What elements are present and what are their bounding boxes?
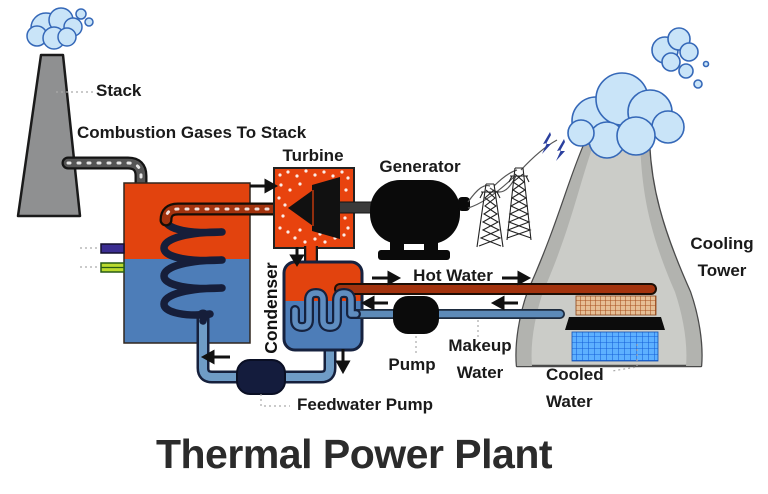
boiler-coil [160,216,226,325]
cooling-tower-steam [567,27,710,159]
cooled-water-line1: Cooled [546,365,604,384]
arrow-hot-water-right [502,270,532,286]
circulating-pump [393,296,439,334]
arrow-condenser-outlet-down [335,349,351,375]
flow-arrows [200,178,532,375]
generator-label: Generator [379,157,461,176]
combustion-gas-pipe [61,156,148,245]
cooling-tower-line1: Cooling [690,234,754,253]
cooling-tower-label: Cooling Tower [680,230,764,284]
lightning-bolts [542,132,565,161]
stack-label: Stack [96,81,142,100]
cooled-water-basin [571,331,659,362]
transmission-towers [476,167,532,248]
diagram-title: Thermal Power Plant [155,431,553,477]
shaft [337,201,375,214]
leader-lines [56,91,638,407]
stack-smoke [26,7,94,50]
makeup-water-line2: Water [456,363,504,382]
air-inlet-bar [100,262,125,273]
cooling-tower-line2: Tower [697,261,747,280]
tower-right-shading [640,143,702,366]
cooled-water-line2: Water [546,392,593,411]
arrow-turbine-to-condenser [289,247,305,267]
spray-fill-grid [575,295,657,316]
boiler [123,182,251,344]
condenser-label: Condenser [260,262,281,354]
transmission-tower-left [476,183,504,248]
leader-feedwater-pump [260,394,290,407]
stack-chimney [16,53,82,218]
cooled-water-label: Cooled Water [546,361,604,415]
feedwater-pump-label: Feedwater Pump [297,395,434,414]
fuel-inlet-bar [100,243,125,254]
condenser-coil [290,288,361,332]
arrow-feedwater-left [200,349,230,365]
turbine [273,167,375,249]
tower-fill-band [565,317,665,330]
arrow-return-water-left-inner [360,295,388,311]
turbine-rotor [288,177,340,239]
transmission-tower-right [506,167,532,241]
arrow-boiler-to-turbine [250,178,279,194]
generator [370,180,470,260]
arrow-hot-water-left [372,270,402,286]
combustion-gases-label: Combustion Gases To Stack [77,123,307,142]
makeup-water-line1: Makeup [448,336,512,355]
arrow-return-water-left-outer [490,295,518,311]
pump-label: Pump [388,355,436,374]
hot-water-label: Hot Water [413,266,493,285]
makeup-water-label: Makeup Water [441,332,519,386]
feedwater-pump [236,359,286,395]
steam-pipe [159,202,287,227]
turbine-label: Turbine [282,146,344,165]
